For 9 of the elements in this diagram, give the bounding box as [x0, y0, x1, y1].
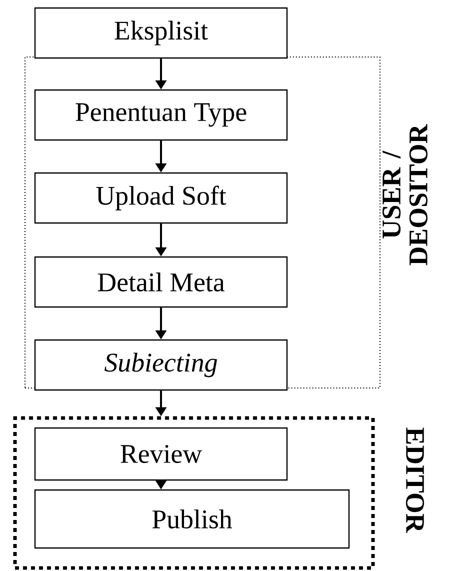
process-box: Penentuan Type	[34, 89, 288, 141]
role-label: USER / DEOSITOR	[382, 124, 428, 266]
process-box: Eksplisit	[34, 7, 288, 59]
process-box: Subiecting	[34, 339, 288, 391]
process-box: Publish	[34, 489, 350, 549]
process-box: Review	[34, 427, 288, 481]
role-label: EDITOR	[406, 428, 424, 534]
process-box: Upload Soft	[34, 172, 288, 224]
process-box: Detail Meta	[34, 256, 288, 308]
